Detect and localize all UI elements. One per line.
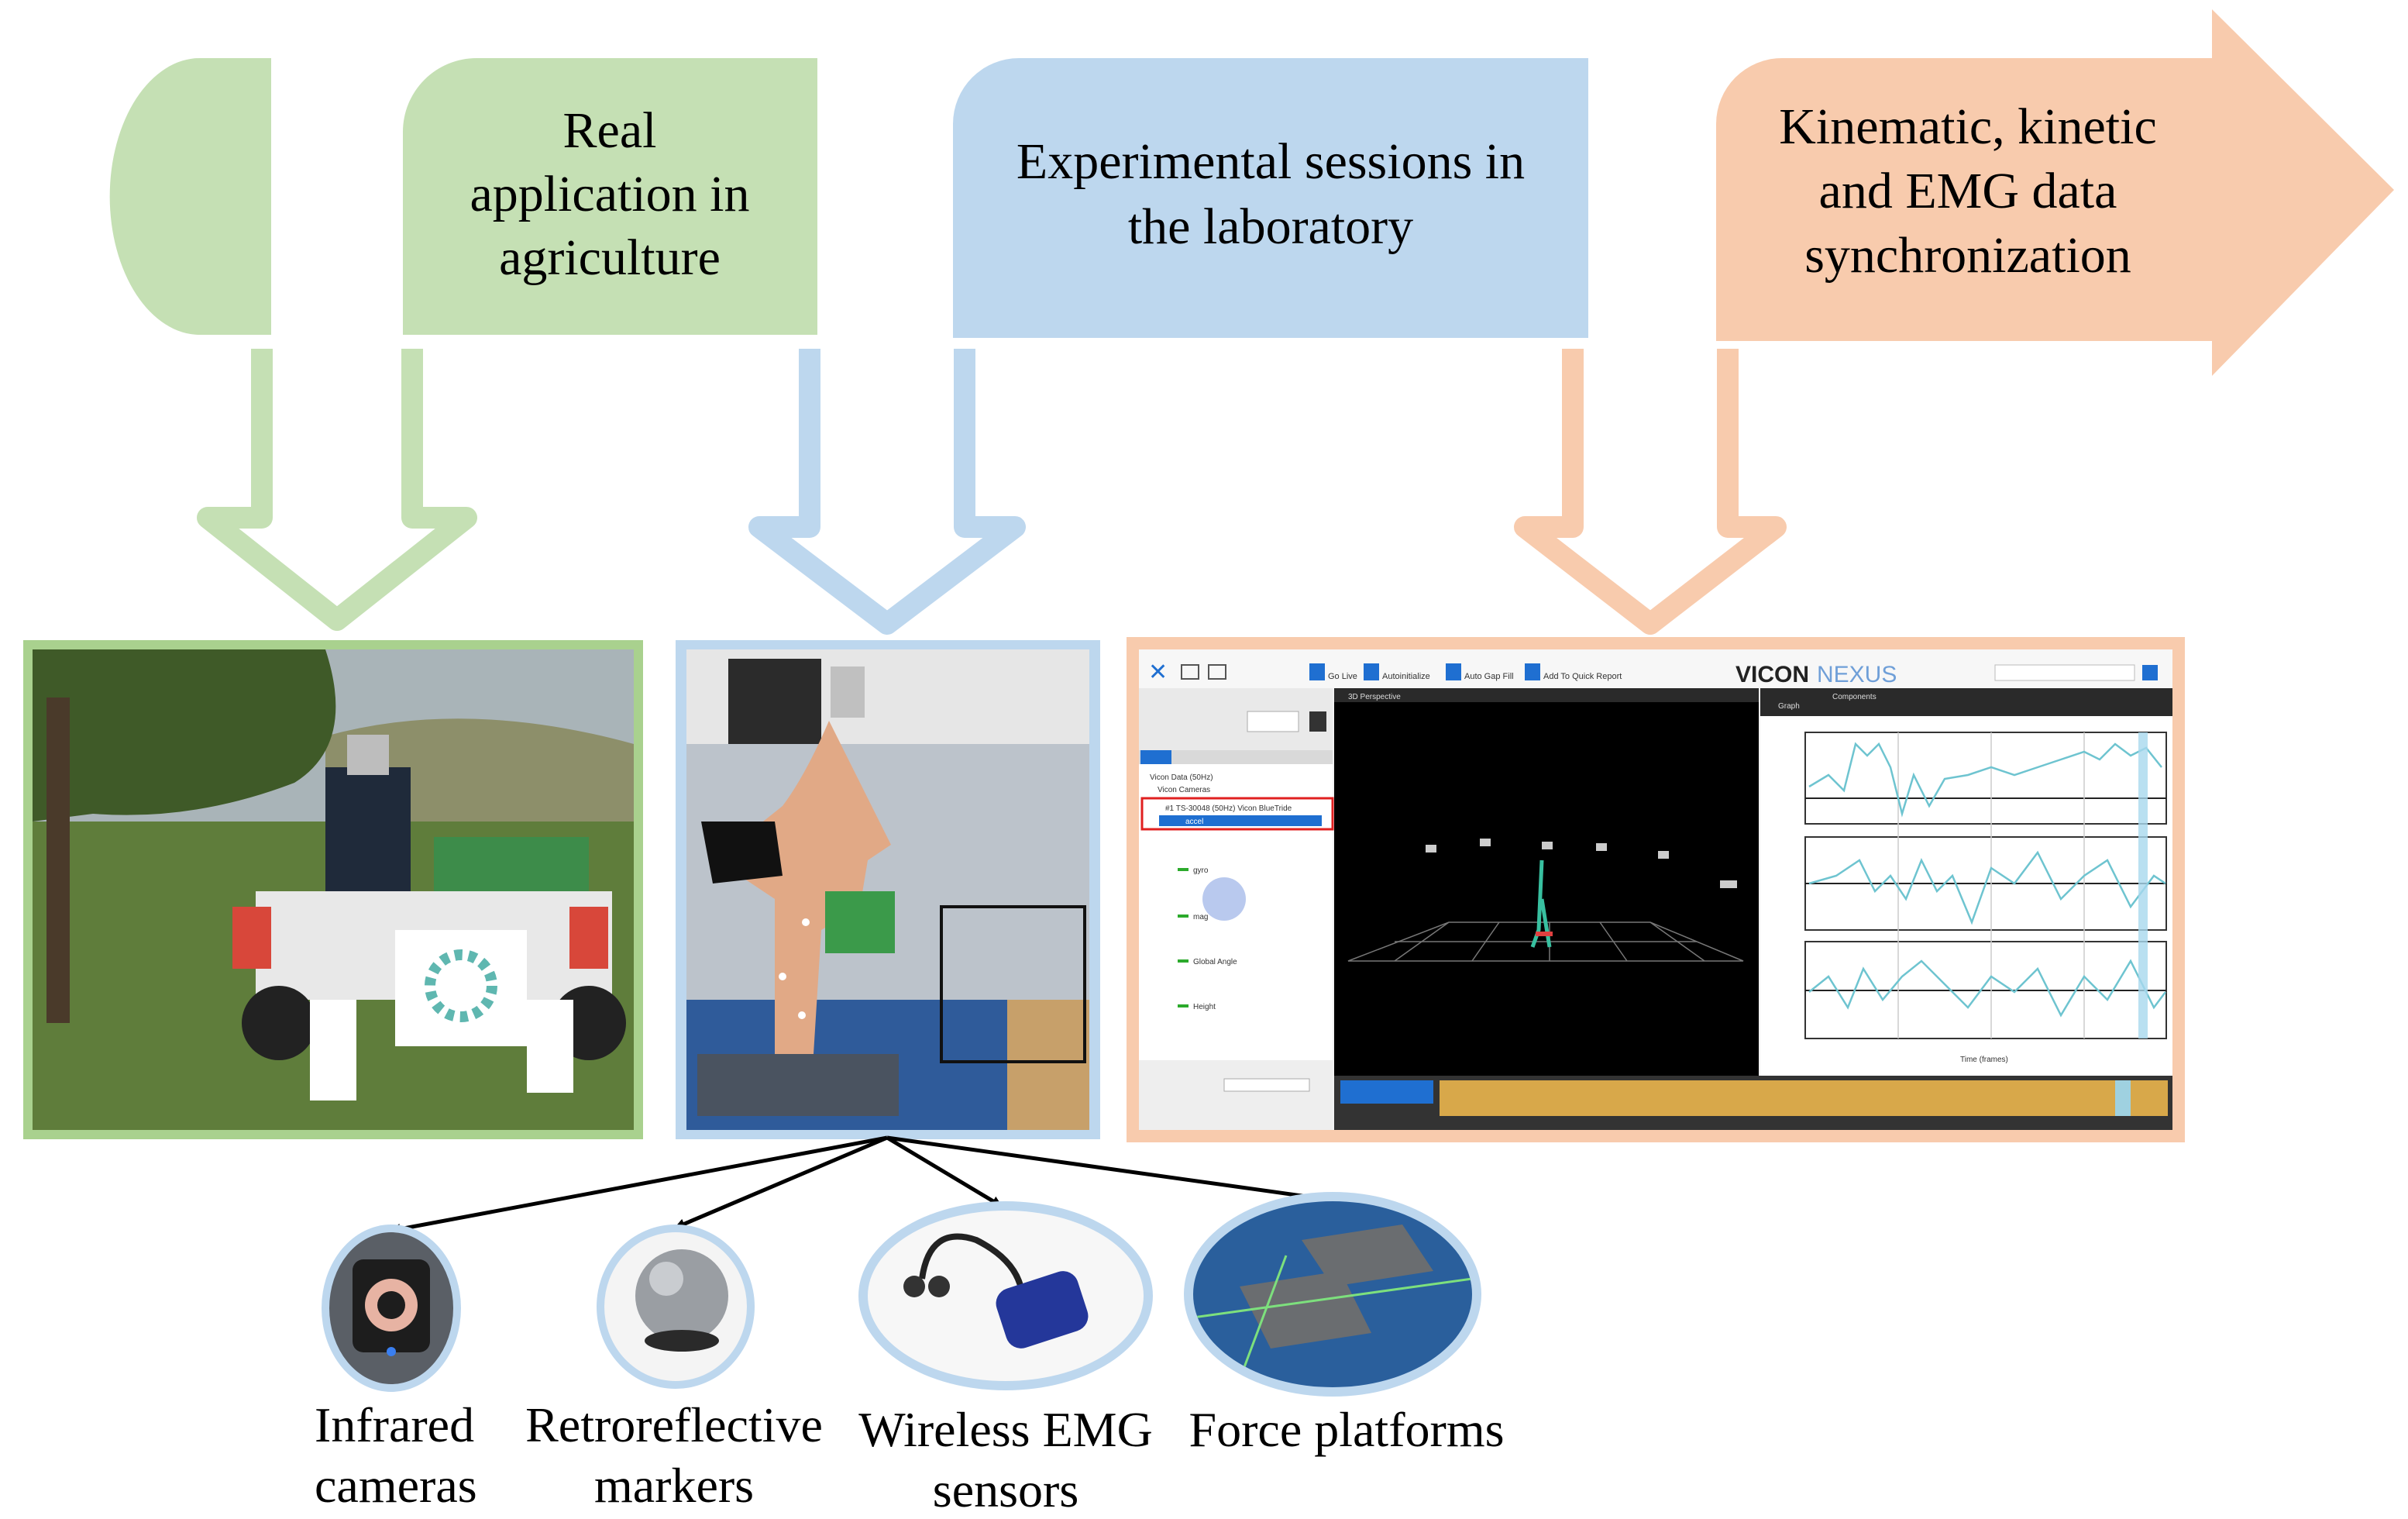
vicon-close-icon: ✕ — [1148, 660, 1168, 685]
connector-infrared-cameras — [390, 1135, 888, 1235]
tree-item-accel[interactable]: accel — [1185, 818, 1203, 826]
toolbar-go-live[interactable]: Go Live — [1328, 672, 1357, 681]
wireless-emg-sensor-icon — [868, 1211, 1144, 1381]
subject-body-icon — [728, 721, 891, 1054]
label-infrared-line-2: cameras — [315, 1458, 477, 1513]
label-retroreflective-line-2: markers — [594, 1458, 754, 1513]
green-crate-icon — [434, 837, 589, 891]
orange-stage-arrow — [1716, 9, 2394, 376]
tree-item-vicon-cameras[interactable]: Vicon Cameras — [1158, 786, 1210, 794]
green-half-circle-shape — [109, 58, 271, 335]
label-emg-line-1: Wireless EMG — [858, 1402, 1153, 1457]
label-infrared-line-1: Infrared — [315, 1397, 474, 1452]
tree-item-height[interactable]: Height — [1193, 1003, 1216, 1011]
3d-floor-grid — [1347, 921, 1744, 962]
infrared-camera-icon — [329, 1232, 453, 1384]
agriculture-photo — [33, 649, 634, 1130]
cursor-highlight-icon — [1202, 877, 1246, 921]
vicon-brand-strong: VICON — [1735, 662, 1809, 687]
stage-agriculture-line-3: agriculture — [499, 229, 721, 286]
stage-laboratory-line-2: the laboratory — [1128, 198, 1413, 255]
laboratory-photo — [686, 649, 1089, 1130]
green-stage-box — [403, 58, 817, 335]
toolbar-autoinitialize[interactable]: Autoinitialize — [1382, 672, 1430, 681]
connector-force-platforms — [886, 1135, 1331, 1204]
label-retroreflective-line-1: Retroreflective — [525, 1397, 823, 1452]
green-down-arrow — [197, 349, 477, 631]
toolbar-quick-report[interactable]: Add To Quick Report — [1543, 672, 1622, 681]
graph-trace-gyro — [1808, 850, 2166, 925]
vicon-brand-light: NEXUS — [1817, 662, 1897, 687]
connector-retroreflective-markers — [674, 1135, 888, 1230]
tab-components[interactable]: Components — [1832, 693, 1877, 701]
person-icon — [325, 767, 411, 891]
tree-item-vicon-data[interactable]: Vicon Data (50Hz) — [1150, 773, 1213, 782]
graph-plot-area: Time (frames) — [1804, 732, 2167, 1064]
stage-synchronization-line-1: Kinematic, kinetic — [1779, 98, 2157, 155]
stage-laboratory-line-1: Experimental sessions in — [1017, 133, 1525, 190]
force-platforms-icon — [1193, 1201, 1472, 1387]
graph-x-axis-label: Time (frames) — [1960, 1056, 2008, 1064]
label-force-platforms: Force platforms — [1189, 1402, 1505, 1457]
graph-trace-accel — [1808, 742, 2162, 818]
vicon-nexus-screenshot: ✕ Go Live Autoinitialize Auto Gap Fill A… — [1139, 649, 2172, 1130]
orange-down-arrow — [1514, 349, 1787, 635]
tab-graph[interactable]: Graph — [1778, 702, 1800, 711]
3d-skeleton-icon — [1530, 859, 1552, 948]
blue-down-arrow — [748, 349, 1026, 635]
tree-item-mag[interactable]: mag — [1193, 913, 1208, 921]
tree-item-gyro[interactable]: gyro — [1193, 866, 1209, 875]
connector-wireless-emg — [886, 1135, 1003, 1208]
toolbar-auto-gap-fill[interactable]: Auto Gap Fill — [1464, 672, 1514, 681]
equipment-connectors — [390, 1135, 1331, 1235]
stage-synchronization-line-3: synchronization — [1804, 227, 2131, 284]
stage-agriculture-line-1: Real — [563, 102, 657, 159]
blue-stage-box — [953, 58, 1588, 338]
lab-crate-icon — [825, 891, 895, 953]
stage-agriculture-line-2: application in — [470, 166, 749, 222]
retroreflective-marker-icon — [604, 1232, 747, 1381]
tab-3d-perspective[interactable]: 3D Perspective — [1348, 693, 1401, 701]
tree-item-global-angle[interactable]: Global Angle — [1193, 958, 1237, 966]
graph-trace-mag — [1808, 959, 2166, 1018]
stage-synchronization-line-2: and EMG data — [1819, 163, 2117, 219]
label-emg-line-2: sensors — [933, 1462, 1078, 1517]
tree-item-device[interactable]: #1 TS-30048 (50Hz) Vicon BlueTride — [1165, 804, 1292, 813]
